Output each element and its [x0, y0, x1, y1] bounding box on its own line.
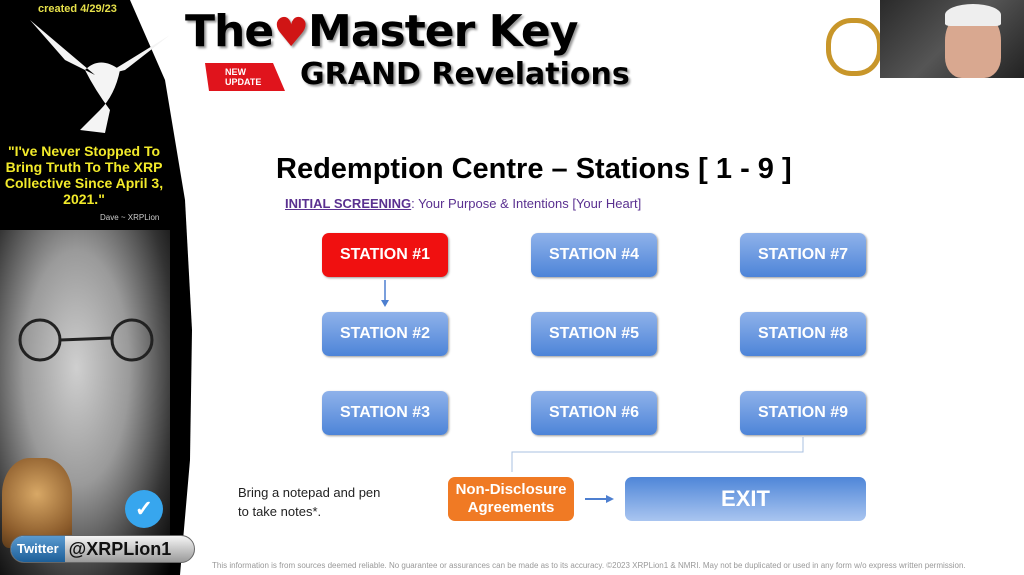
station-9-button[interactable]: STATION #9 [740, 391, 866, 435]
screening-link[interactable]: INITIAL SCREENING [285, 196, 412, 211]
nda-line-1: Non-Disclosure [455, 481, 567, 498]
heart-key-icon: ♥ [273, 10, 309, 56]
arrowhead-nda-exit [606, 495, 614, 503]
twitter-handle-badge[interactable]: Twitter @XRPLion1 [10, 535, 195, 563]
quote-attribution: Dave ~ XRPLion [100, 213, 160, 222]
station-4-button[interactable]: STATION #4 [531, 233, 657, 277]
badge-new: NEW [225, 67, 246, 77]
twitter-handle: @XRPLion1 [68, 538, 172, 559]
notepad-note: Bring a notepad and pen to take notes*. [238, 483, 380, 521]
screening-text: : Your Purpose & Intentions [Your Heart] [411, 196, 642, 211]
title-the: The [185, 6, 274, 57]
title-master-key: Master Key [308, 6, 578, 57]
note-line-1: Bring a notepad and pen [238, 485, 381, 500]
key-icon [826, 18, 882, 76]
note-line-2: to take notes*. [238, 504, 322, 519]
station-1-button[interactable]: STATION #1 [322, 233, 448, 277]
verified-badge-icon: ✓ [125, 490, 163, 528]
arrowhead-1-2 [381, 300, 389, 307]
connector-9-nda [511, 437, 804, 472]
dove-image [30, 20, 170, 133]
page-banner-title: The♥Master Key [185, 6, 578, 57]
glasses-image [18, 318, 154, 362]
station-2-button[interactable]: STATION #2 [322, 312, 448, 356]
station-7-button[interactable]: STATION #7 [740, 233, 866, 277]
station-8-button[interactable]: STATION #8 [740, 312, 866, 356]
footer-disclaimer: This information is from sources deemed … [212, 561, 966, 570]
twitter-label: Twitter [11, 536, 65, 562]
station-6-button[interactable]: STATION #6 [531, 391, 657, 435]
initial-screening: INITIAL SCREENING: Your Purpose & Intent… [285, 196, 641, 211]
lion-image [2, 458, 72, 548]
badge-update: UPDATE [225, 77, 262, 87]
station-5-button[interactable]: STATION #5 [531, 312, 657, 356]
exit-button[interactable]: EXIT [625, 477, 866, 521]
page-title: Redemption Centre – Stations [ 1 - 9 ] [276, 153, 792, 185]
banner-subtitle: GRAND Revelations [300, 57, 630, 92]
station-3-button[interactable]: STATION #3 [322, 391, 448, 435]
quote-text: "I've Never Stopped To Bring Truth To Th… [4, 143, 164, 207]
created-date: created 4/29/23 [38, 3, 117, 15]
nda-line-2: Agreements [467, 499, 555, 516]
presenter-hat [945, 4, 1001, 26]
